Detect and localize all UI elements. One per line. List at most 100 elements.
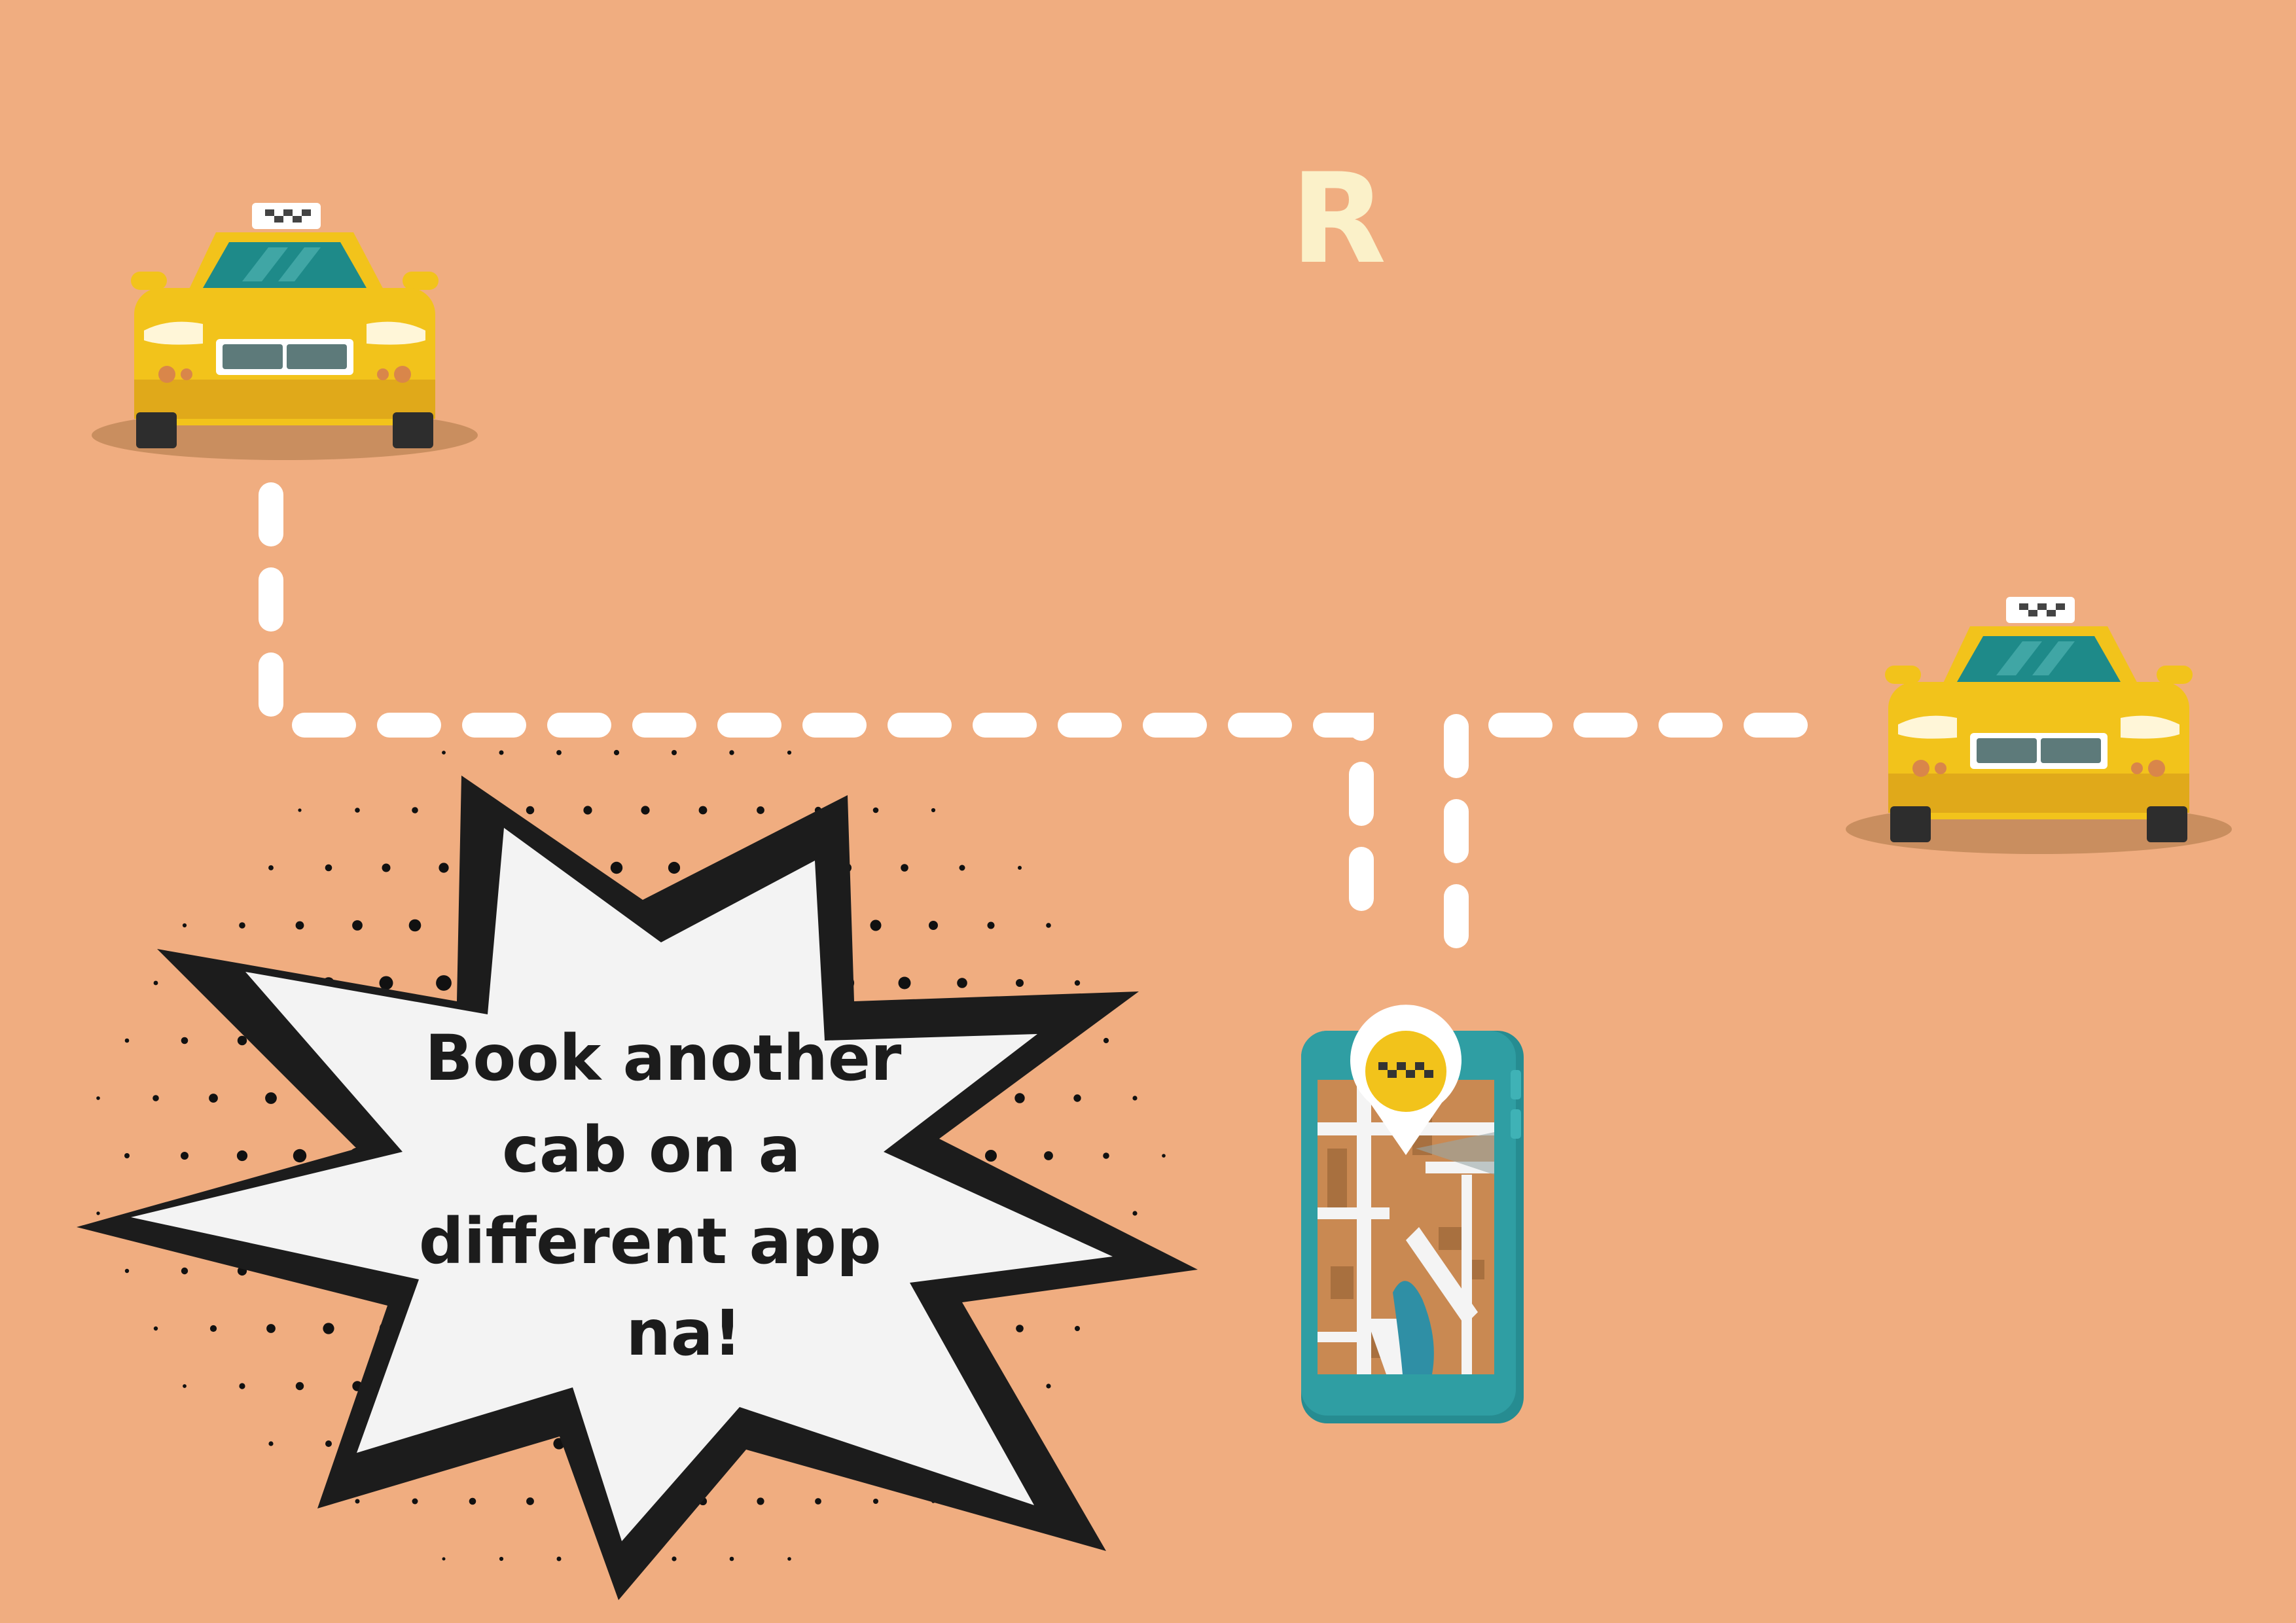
halftone-dot xyxy=(442,751,446,755)
halftone-dot xyxy=(298,808,302,812)
halftone-dot xyxy=(987,921,995,929)
brand-letter: R xyxy=(1291,147,1386,291)
burst-text: Book another cab on a different app na! xyxy=(419,1022,924,1370)
halftone-dot xyxy=(124,1153,130,1158)
halftone-dot xyxy=(1046,923,1051,928)
halftone-dot xyxy=(1103,1037,1109,1044)
halftone-dot xyxy=(613,749,620,756)
halftone-dot xyxy=(556,1556,562,1561)
halftone-dot xyxy=(556,750,562,755)
halftone-dot xyxy=(182,923,187,928)
halftone-dot xyxy=(153,1326,158,1331)
halftone-dot xyxy=(931,808,936,813)
halftone-dot xyxy=(583,806,592,815)
halftone-dot xyxy=(1016,979,1024,987)
halftone-dot xyxy=(1074,980,1081,986)
halftone-dot xyxy=(1073,1094,1081,1102)
halftone-dot xyxy=(499,1556,504,1561)
halftone-dot xyxy=(757,1497,764,1505)
halftone-dot xyxy=(239,922,245,929)
halftone-dot xyxy=(268,1441,274,1446)
halftone-dot xyxy=(815,1498,821,1505)
halftone-dot xyxy=(153,980,158,986)
halftone-dot xyxy=(355,808,360,813)
halftone-dot xyxy=(1016,1325,1024,1332)
halftone-dot xyxy=(442,1557,446,1561)
halftone-dot xyxy=(1132,1211,1138,1216)
halftone-dot xyxy=(672,750,677,755)
halftone-dot xyxy=(1132,1096,1138,1101)
halftone-dot xyxy=(181,1152,188,1160)
halftone-dot xyxy=(209,1094,218,1103)
halftone-dot xyxy=(408,919,422,932)
halftone-dot xyxy=(1044,1151,1053,1160)
halftone-dot xyxy=(641,806,650,815)
halftone-dot xyxy=(729,750,734,755)
halftone-dot xyxy=(526,1497,534,1505)
halftone-dot xyxy=(787,1557,791,1561)
route-right-horizontal xyxy=(1444,713,1832,948)
halftone-dot xyxy=(236,1150,248,1162)
halftone-dot xyxy=(873,1499,878,1504)
halftone-dot xyxy=(872,807,879,813)
halftone-dot xyxy=(181,1037,188,1044)
halftone-dot xyxy=(124,1268,130,1274)
speech-burst: Book another cab on a different app na! xyxy=(77,776,1198,1600)
taxi-right xyxy=(1846,597,2232,854)
halftone-dot xyxy=(672,1556,677,1561)
halftone-dot xyxy=(436,975,452,991)
halftone-dot xyxy=(96,1096,100,1100)
halftone-dot xyxy=(152,1095,159,1101)
halftone-dot xyxy=(957,978,967,988)
halftone-dot xyxy=(898,976,911,990)
halftone-dot xyxy=(295,1382,304,1391)
halftone-dot xyxy=(1103,1152,1109,1159)
halftone-dot xyxy=(96,1211,100,1215)
taxi-front-icon xyxy=(92,203,478,460)
halftone-dot xyxy=(729,1556,734,1561)
halftone-dot xyxy=(237,1035,247,1046)
halftone-dot xyxy=(412,807,418,813)
burst-line-3: different app xyxy=(419,1205,882,1278)
halftone-dot xyxy=(352,920,363,931)
halftone-dot xyxy=(959,865,965,871)
halftone-dot xyxy=(1046,1383,1051,1389)
halftone-dot xyxy=(757,806,764,814)
route-lines xyxy=(259,482,1832,948)
halftone-dot xyxy=(239,1383,245,1389)
halftone-dot xyxy=(325,1440,332,1447)
halftone-dot xyxy=(610,861,623,874)
halftone-dot xyxy=(901,864,908,872)
halftone-dot xyxy=(668,861,681,874)
halftone-dot xyxy=(499,750,504,755)
taxi-front-icon xyxy=(1846,597,2232,854)
halftone-dot xyxy=(985,1150,997,1162)
halftone-dot xyxy=(1075,1326,1080,1331)
halftone-dot xyxy=(469,1497,476,1505)
halftone-dot xyxy=(209,1325,217,1332)
halftone-dot xyxy=(323,1323,334,1334)
halftone-dot xyxy=(698,806,708,815)
halftone-dot xyxy=(183,1384,187,1388)
taxi-location-pin-icon xyxy=(1350,1005,1462,1155)
halftone-dot xyxy=(325,864,332,872)
burst-line-1: Book another xyxy=(425,1022,902,1095)
halftone-dot xyxy=(870,919,882,931)
halftone-dot xyxy=(787,750,792,755)
smartphone-map-icon xyxy=(1301,1005,1524,1423)
burst-line-4: na! xyxy=(626,1296,742,1370)
halftone-dot xyxy=(293,1149,307,1163)
burst-fill xyxy=(131,828,1113,1541)
halftone-dot xyxy=(266,1324,276,1333)
taxi-left xyxy=(92,203,478,460)
halftone-dot xyxy=(382,863,391,872)
halftone-dot xyxy=(412,1498,418,1505)
route-main-horizontal xyxy=(292,713,1374,948)
halftone-dot xyxy=(355,1499,360,1504)
halftone-dot xyxy=(295,921,304,930)
burst-line-2: cab on a xyxy=(502,1113,800,1186)
halftone-dot xyxy=(1162,1154,1166,1158)
halftone-dot xyxy=(265,1092,277,1104)
